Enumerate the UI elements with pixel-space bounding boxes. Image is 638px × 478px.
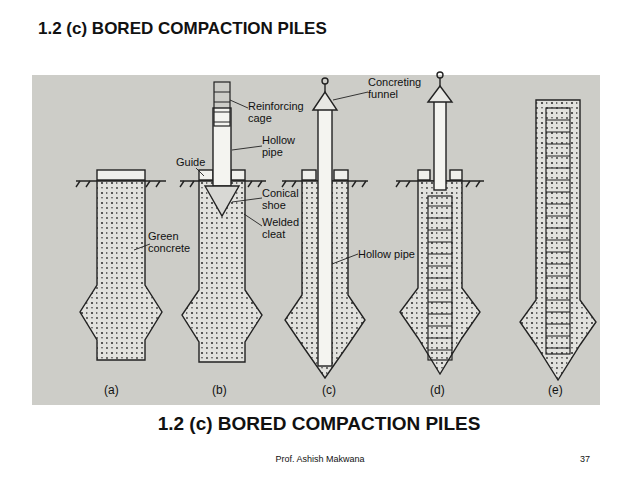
part-label: Hollow pipe	[358, 248, 434, 260]
footer-author: Prof. Ashish Makwana	[230, 455, 410, 465]
figure-letter: (b)	[212, 384, 242, 397]
part-label: Reinforcing cage	[248, 100, 314, 124]
pile-shafts	[80, 100, 596, 380]
figure-letter: (a)	[104, 384, 134, 397]
figure-letter: (e)	[548, 384, 578, 397]
figure-letter: (d)	[430, 384, 460, 397]
leader-lines	[134, 92, 368, 264]
part-label: Welded cleat	[262, 216, 310, 240]
part-label: Guide	[176, 156, 216, 168]
figure-letter: (c)	[322, 384, 352, 397]
part-label: Conical shoe	[262, 187, 310, 211]
figure-caption: 1.2 (c) BORED COMPACTION PILES	[60, 414, 578, 435]
guide-plates	[97, 170, 462, 180]
photo-background	[32, 75, 600, 405]
page-number: 37	[570, 455, 600, 465]
slide-title: 1.2 (c) BORED COMPACTION PILES	[38, 20, 598, 39]
part-label: Green concrete	[148, 230, 202, 254]
reinforcing-cages	[214, 82, 570, 360]
concreting-funnels	[313, 72, 452, 110]
part-label: Hollow pipe	[262, 134, 310, 158]
hollow-pipes	[205, 100, 446, 366]
part-label: Concreting funnel	[368, 76, 434, 100]
